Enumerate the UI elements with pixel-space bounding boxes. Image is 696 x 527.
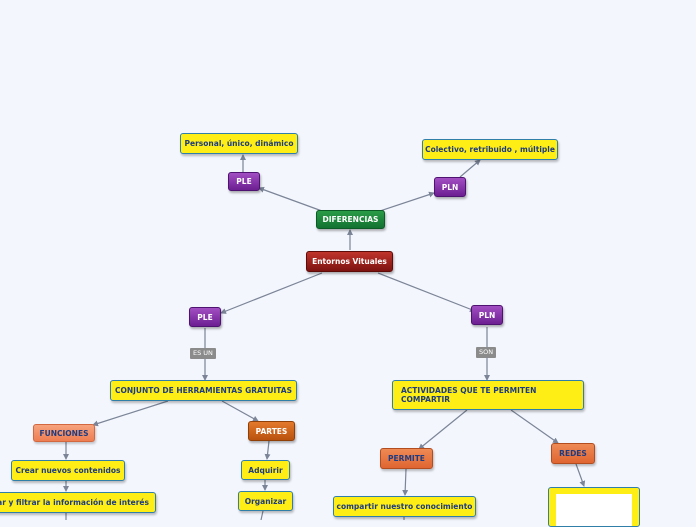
node-buscar-filtrar[interactable]: Buscar y filtrar la información de inter… xyxy=(0,492,156,513)
node-crear-contenidos[interactable]: Crear nuevos contenidos xyxy=(11,460,125,481)
connector-root-pln-right xyxy=(377,272,476,312)
connector-permite-compartir xyxy=(402,468,409,496)
node-conjunto-herramientas[interactable]: CONJUNTO DE HERRAMIENTAS GRATUITAS xyxy=(110,380,297,401)
node-permite[interactable]: PERMITE xyxy=(380,448,433,469)
connector-actividades-redes xyxy=(510,409,559,444)
root-node-entornos-virtuales[interactable]: Entornos Vituales xyxy=(306,251,393,272)
node-adquirir[interactable]: Adquirir xyxy=(241,460,290,480)
connector-conjunto-funciones xyxy=(92,400,169,427)
connector-partes-adquirir xyxy=(264,440,271,460)
node-funciones[interactable]: FUNCIONES xyxy=(33,424,95,442)
connector-diferencias-ple xyxy=(258,186,323,212)
node-actividades-compartir[interactable]: ACTIVIDADES QUE TE PERMITEN COMPARTIR xyxy=(392,380,584,410)
connector-diferencias-pln xyxy=(379,191,435,212)
node-pln-right[interactable]: PLN xyxy=(471,305,503,325)
node-actividades-label: ACTIVIDADES QUE TE PERMITEN COMPARTIR xyxy=(401,386,537,404)
node-ple-left[interactable]: PLE xyxy=(189,307,221,327)
node-ple-description[interactable]: Personal, único, dinámico xyxy=(180,133,298,154)
connector-pln-desc xyxy=(459,159,481,178)
node-buscar-label: Buscar y filtrar la información de inter… xyxy=(0,498,149,507)
node-pln-top[interactable]: PLN xyxy=(434,177,466,197)
connector-actividades-permite xyxy=(418,409,468,450)
node-ple-top[interactable]: PLE xyxy=(228,172,260,191)
connector-root-ple-left xyxy=(220,272,323,314)
node-pln-description[interactable]: Colectivo, retribuido , múltiple xyxy=(422,139,558,160)
image-placeholder xyxy=(556,494,632,526)
connector-label-son: SON xyxy=(476,347,497,358)
connector-organizar-more xyxy=(260,510,264,520)
node-organizar[interactable]: Organizar xyxy=(238,491,293,511)
node-redes-image-box[interactable] xyxy=(548,487,640,527)
node-compartir-conocimiento[interactable]: compartir nuestro conocimiento xyxy=(333,496,476,517)
connector-label-es-un: ES UN xyxy=(190,348,216,359)
connector-conjunto-partes xyxy=(221,400,259,422)
node-redes[interactable]: REDES xyxy=(551,443,595,464)
node-diferencias[interactable]: DIFERENCIAS xyxy=(316,210,385,229)
node-partes[interactable]: PARTES xyxy=(248,421,295,441)
connector-redes-box xyxy=(575,463,586,487)
